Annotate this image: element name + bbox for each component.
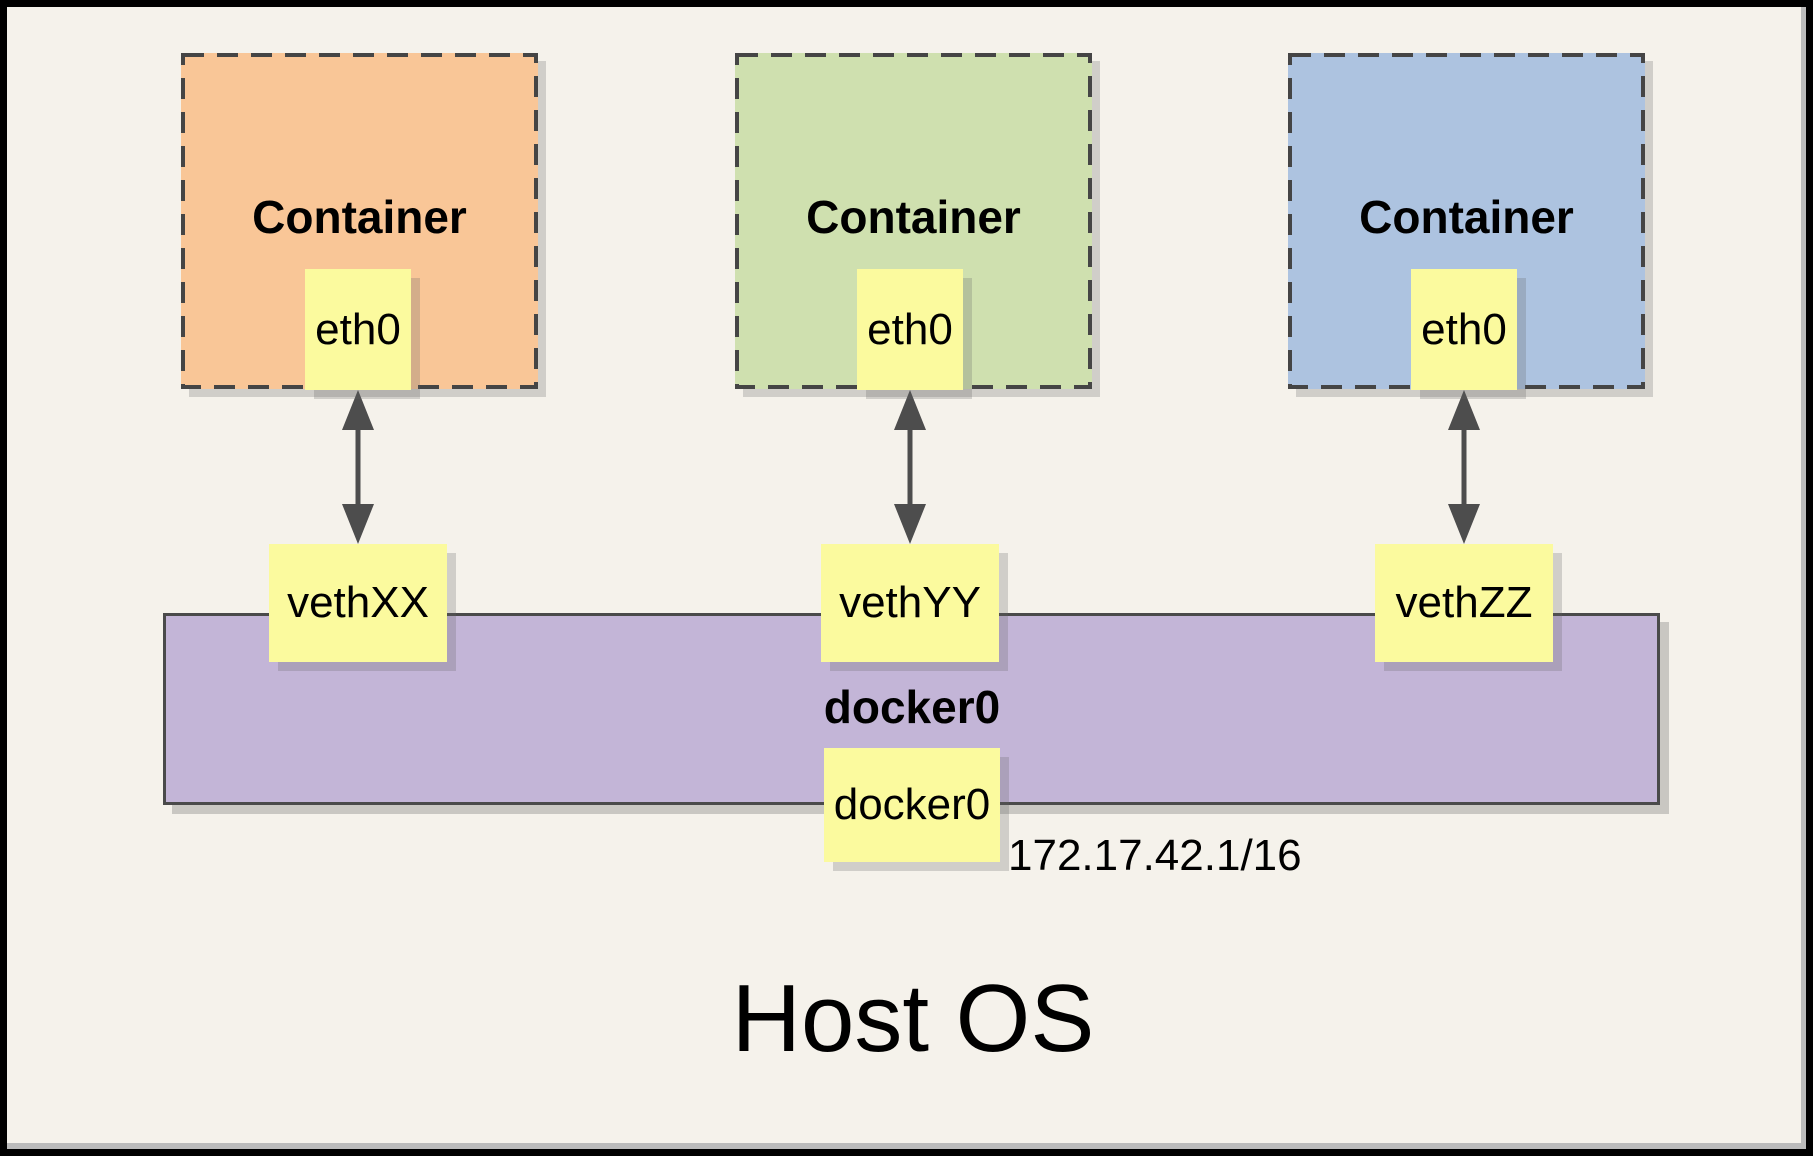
host-os-title: Host OS xyxy=(731,965,1095,1072)
vethXX-label: vethXX xyxy=(287,578,429,627)
canvas-edge-shadow-bottom xyxy=(7,1143,1806,1149)
bidirectional-arrow-icon-1 xyxy=(342,390,374,544)
bidirectional-arrow-icon-3 xyxy=(1448,390,1480,544)
container-label: Container xyxy=(1359,191,1574,243)
docker0-interface-label: docker0 xyxy=(833,780,991,829)
vethZZ-label: vethZZ xyxy=(1395,578,1533,627)
bidirectional-arrow-icon-2 xyxy=(894,390,926,544)
canvas-edge-shadow-right xyxy=(1801,7,1806,1149)
eth0-label: eth0 xyxy=(1421,304,1507,354)
vethYY-box: vethYY xyxy=(821,544,999,662)
eth0-box-2: eth0 xyxy=(857,269,963,390)
vethXX-box: vethXX xyxy=(269,544,447,662)
eth0-box-1: eth0 xyxy=(305,269,411,390)
docker0-interface-box: docker0 xyxy=(824,748,1000,862)
bridge-subnet-text: 172.17.42.1/16 xyxy=(1008,831,1302,880)
container-label: Container xyxy=(252,191,467,243)
container-label: Container xyxy=(806,191,1021,243)
eth0-label: eth0 xyxy=(867,304,953,354)
eth0-label: eth0 xyxy=(315,304,401,354)
eth0-box-3: eth0 xyxy=(1411,269,1517,390)
vethZZ-box: vethZZ xyxy=(1375,544,1553,662)
docker0-bridge-label: docker0 xyxy=(823,681,1001,733)
vethYY-label: vethYY xyxy=(839,578,981,627)
